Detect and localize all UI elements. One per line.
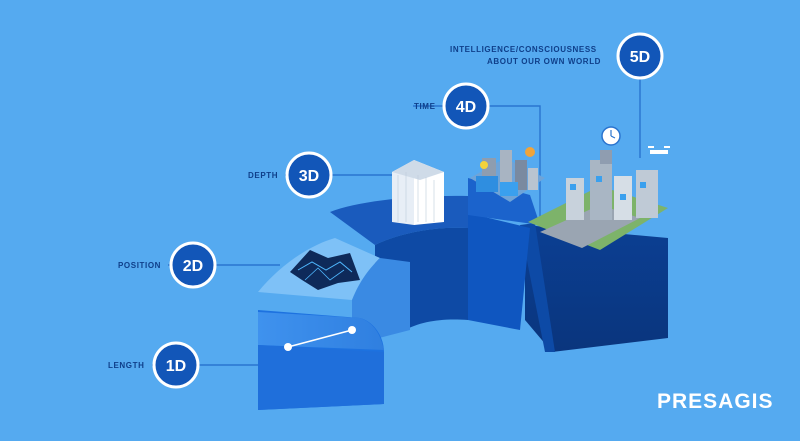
label-depth: DEPTH	[248, 171, 279, 180]
badge-4d: 4D	[442, 82, 490, 130]
segment-5d	[520, 223, 668, 352]
line-segment-icon	[284, 326, 356, 351]
badge-1d-text: 1D	[166, 358, 186, 375]
building-icon	[392, 160, 444, 225]
badge-2d-text: 2D	[183, 258, 203, 275]
badge-1d: 1D	[152, 341, 200, 389]
city-block-icon	[470, 147, 545, 202]
segment-1d	[258, 310, 384, 410]
badge-5d-text: 5D	[630, 49, 650, 66]
presagis-logo: PRESAGIS	[657, 390, 774, 413]
badge-5d: 5D	[616, 32, 664, 80]
badge-3d: 3D	[285, 151, 333, 199]
drone-icon	[648, 146, 670, 154]
label-intelligence: INTELLIGENCE/CONSCIOUSNESS	[450, 45, 597, 54]
label-position: POSITION	[118, 261, 162, 270]
badge-4d-text: 4D	[456, 99, 476, 116]
label-length: LENGTH	[108, 361, 145, 370]
label-intelligence-line2: ABOUT OUR OWN WORLD	[487, 57, 602, 66]
smart-city-icon	[528, 126, 670, 250]
map-icon	[290, 250, 360, 290]
label-time: TIME	[414, 102, 436, 111]
badge-2d: 2D	[169, 241, 217, 289]
badge-3d-text: 3D	[299, 168, 319, 185]
